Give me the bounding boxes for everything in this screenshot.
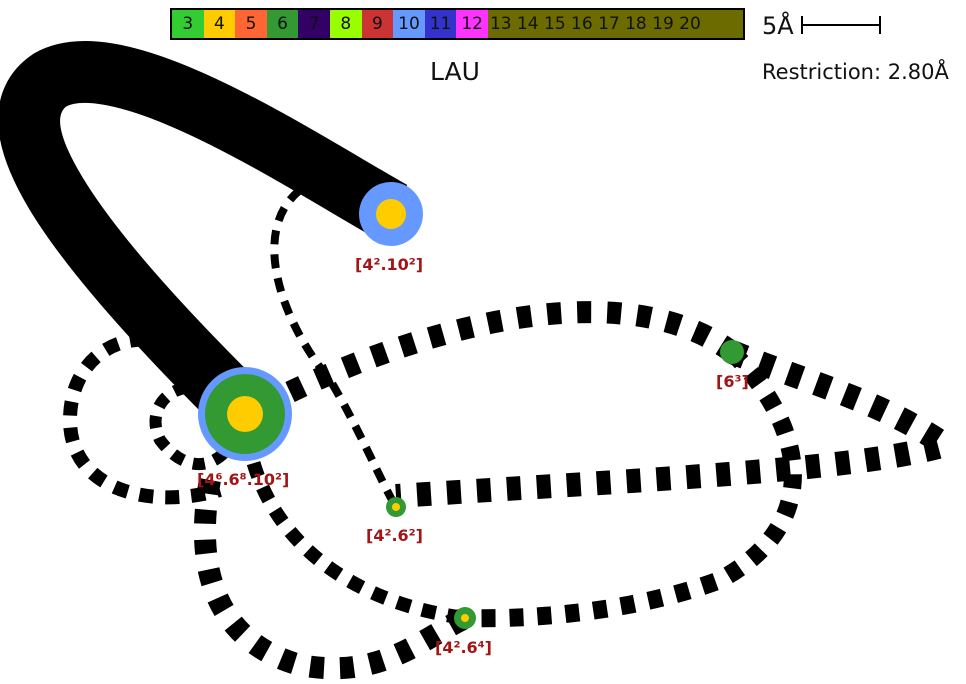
legend-cell-5: 5 <box>235 10 267 38</box>
legend-cell-6: 6 <box>266 10 299 38</box>
legend-cell-4: 4 <box>203 10 236 38</box>
vertex-label: [4².6⁴] <box>435 638 492 657</box>
vertex-4-2-6-4: [4².6⁴] <box>435 607 492 657</box>
edge-right-arrow <box>395 340 966 508</box>
edge-top-upper <box>285 301 739 402</box>
legend-cell-10: 10 <box>393 10 425 38</box>
legend-cell-9: 9 <box>361 10 394 38</box>
vertex-label: [4⁶.6⁸.10²] <box>197 470 289 489</box>
vertex-4-2-10-2: [4².10²] <box>355 182 423 274</box>
vertex-4-6-6-8-10-2: [4⁶.6⁸.10²] <box>197 367 292 489</box>
vertex-label: [4².10²] <box>355 255 423 274</box>
legend-cell-3: 3 <box>172 10 204 38</box>
legend-cell-8: 8 <box>329 10 362 38</box>
legend-cell-11: 11 <box>424 10 457 38</box>
legend-cell-13: 13 14 15 16 17 18 19 20 <box>487 10 743 38</box>
legend-cell-12: 12 <box>456 10 488 38</box>
vertex-4-2-6-2: [4².6²] <box>366 497 423 545</box>
restriction-text: Restriction: 2.80Å <box>762 60 949 84</box>
edge-thick-tube <box>0 41 408 435</box>
edge-right-lower <box>464 345 802 628</box>
vertex-6-3: [6³] <box>716 340 749 391</box>
framework-title: LAU <box>430 57 480 86</box>
edge-left-loop <box>62 332 252 505</box>
scale-label: 5Å <box>762 12 794 40</box>
scale-bar <box>801 16 881 34</box>
vertex-label: [6³] <box>716 372 749 391</box>
edge-inner-loop <box>149 381 251 471</box>
legend-cell-7: 7 <box>298 10 330 38</box>
edge-thin-vertical <box>270 186 400 510</box>
edge-down-left <box>193 477 470 680</box>
vertex-label: [4².6²] <box>366 526 423 545</box>
